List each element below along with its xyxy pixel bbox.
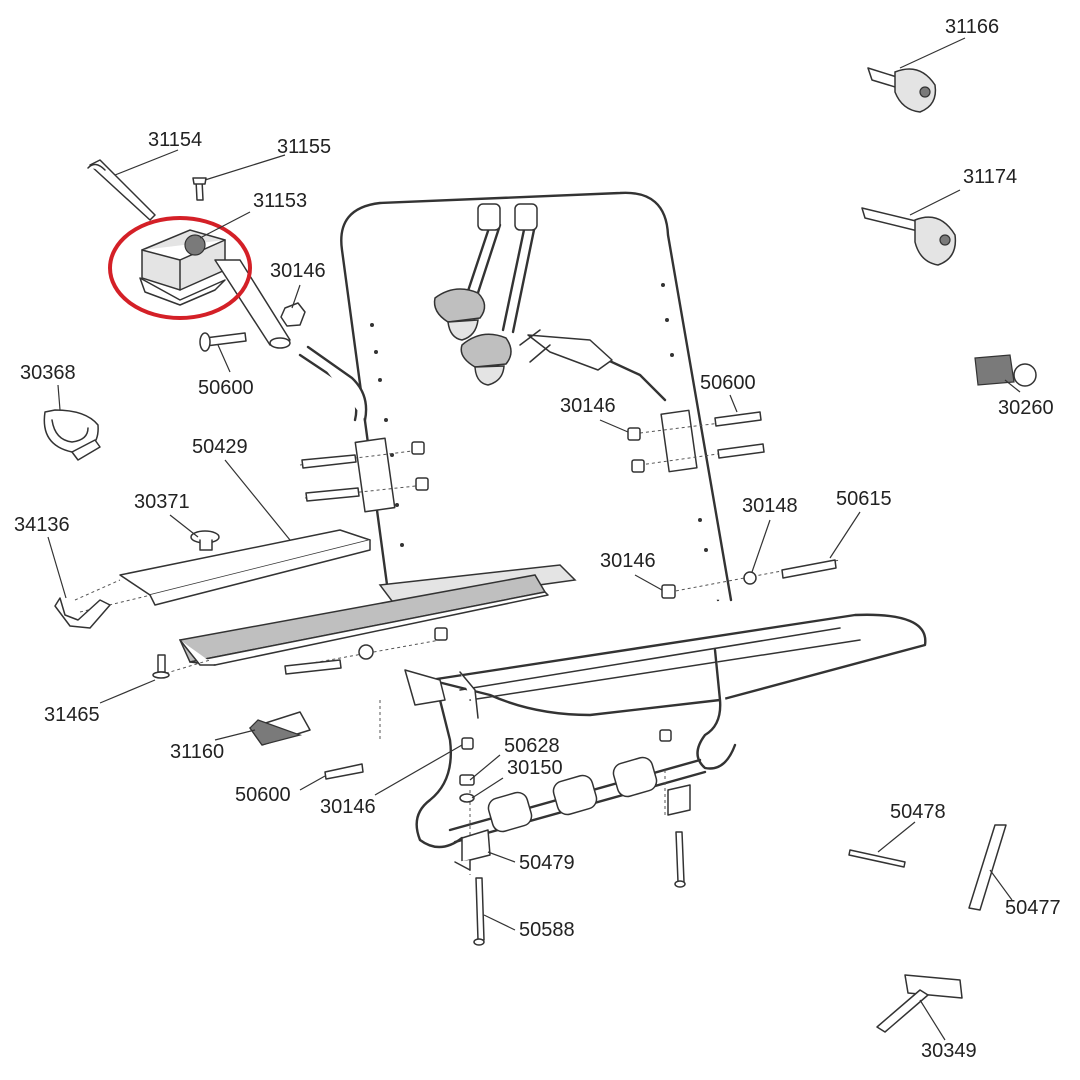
label-50478: 50478 [890,801,946,823]
label-50429: 50429 [192,436,248,458]
label-30146: 30146 [560,395,616,417]
highlight-circle [108,216,252,320]
label-34136: 34136 [14,514,70,536]
leader-lines [47,37,1021,1041]
label-30146: 30146 [320,796,376,818]
bolt-group-base [284,559,837,803]
lock-housing-assembly [87,159,306,352]
label-50600: 50600 [198,377,254,399]
label-31166: 31166 [945,16,999,38]
label-50477: 50477 [1005,897,1061,919]
label-50588: 50588 [519,919,575,941]
label-30150: 30150 [507,757,563,779]
bolt-group-left [301,441,429,502]
label-31465: 31465 [44,704,100,726]
label-50628: 50628 [504,735,560,757]
main-frame [178,191,927,849]
left-parts [43,409,371,746]
label-31160: 31160 [170,741,224,763]
label-31153: 31153 [253,190,307,212]
label-31155: 31155 [277,136,331,158]
plates-and-bolts [454,784,691,946]
label-30146: 30146 [600,550,656,572]
label-30148: 30148 [742,495,798,517]
label-31174: 31174 [963,166,1017,188]
label-30368: 30368 [20,362,76,384]
label-50600: 50600 [235,784,291,806]
label-30146: 30146 [270,260,326,282]
label-30349: 30349 [921,1040,977,1062]
label-50479: 50479 [519,852,575,874]
label-50615: 50615 [836,488,892,510]
label-30260: 30260 [998,397,1054,419]
label-31154: 31154 [148,129,202,151]
bolt-group-right [627,411,765,473]
label-30371: 30371 [134,491,190,513]
label-50600: 50600 [700,372,756,394]
right-parts [848,67,1037,1033]
part-labels: 31166 31154 31155 31153 31174 30146 3036… [14,16,1061,1062]
